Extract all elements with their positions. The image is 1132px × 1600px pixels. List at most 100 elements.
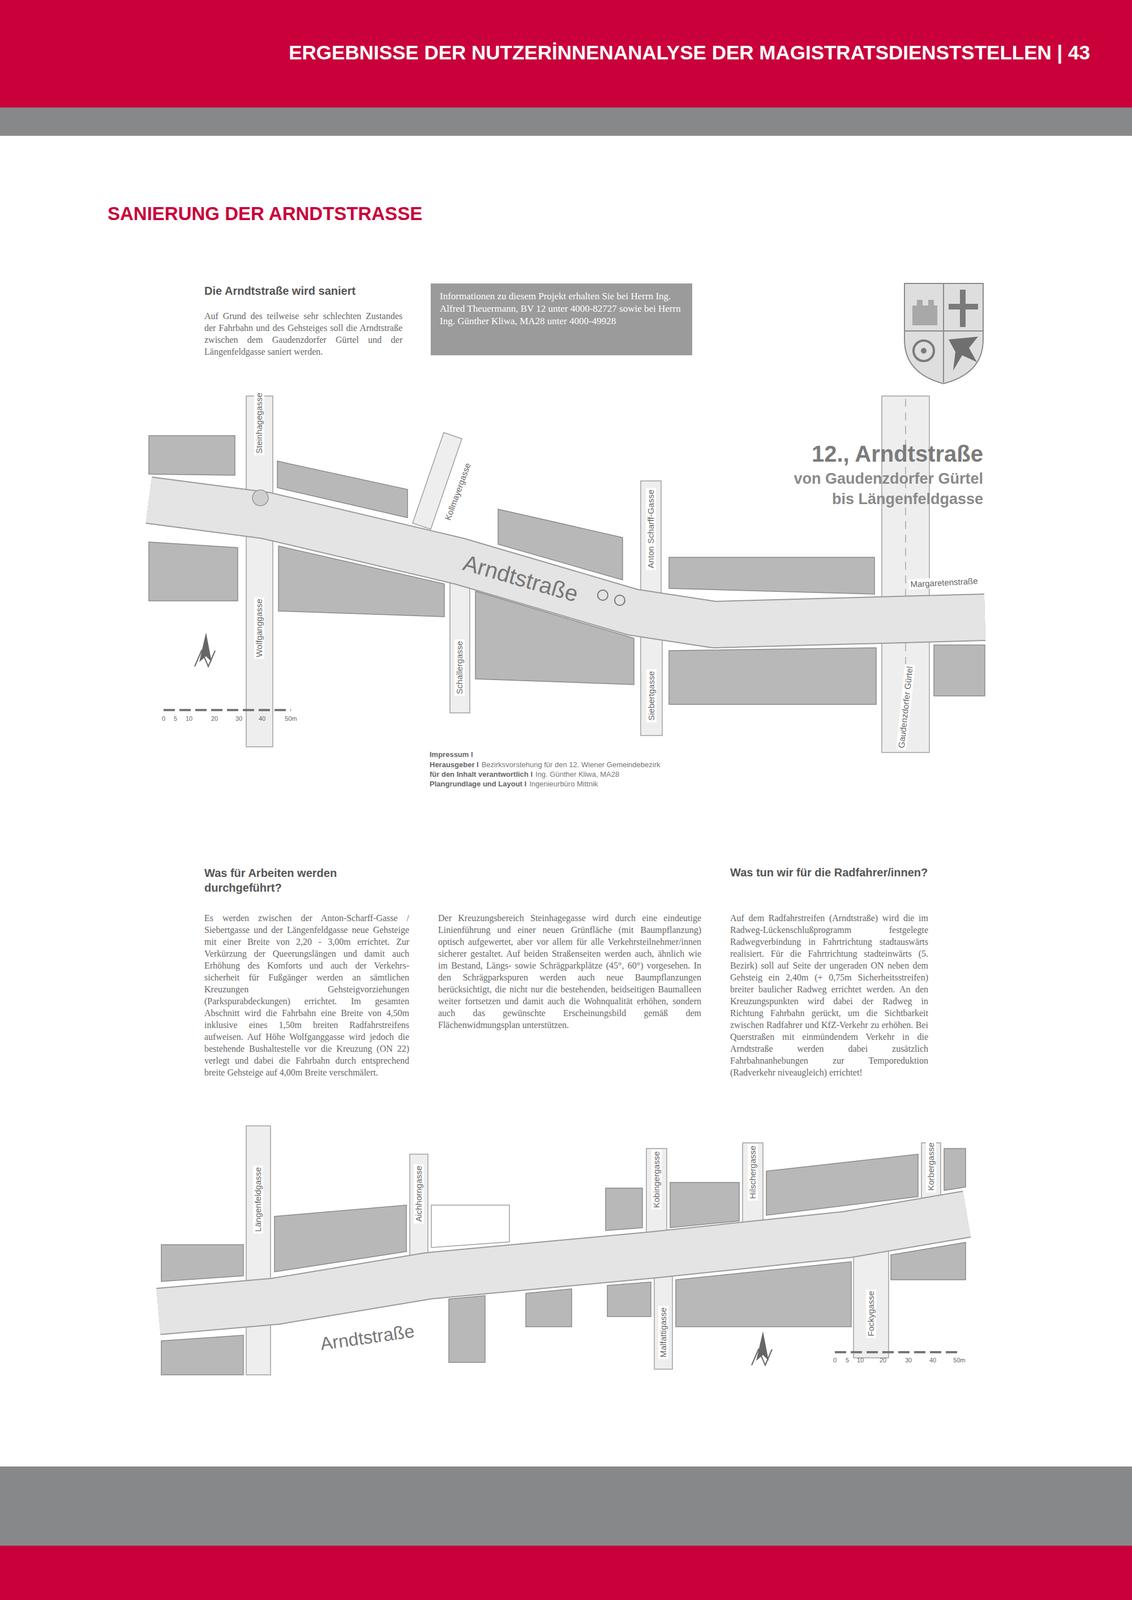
street-name: Anton Scharff-Gasse xyxy=(645,488,656,571)
coat-of-arms xyxy=(904,283,984,384)
street-map xyxy=(274,1205,407,1273)
header-band: ERGEBNISSE DER NUTZERİNNENANALYSE DER MA… xyxy=(0,0,1132,108)
street-map xyxy=(766,1154,919,1216)
scale-label: 0 xyxy=(161,715,166,723)
scale-label: 5 xyxy=(173,715,178,723)
heading: Die Arndtstraße wird saniert xyxy=(204,284,356,298)
street-map xyxy=(614,595,625,606)
street-map xyxy=(675,1262,852,1328)
street-name: Wolfganggasse xyxy=(254,597,265,659)
scale-label: 10 xyxy=(856,1357,864,1365)
street-name: Fockygasse xyxy=(865,1289,877,1339)
section-title: SANIERUNG DER ARNDTSTRASSE xyxy=(107,202,423,226)
coat-of-arms xyxy=(904,283,984,384)
imprint-key: Herausgeber I xyxy=(429,760,479,770)
street-name: Längenfeldgasse xyxy=(253,1165,264,1234)
street-map xyxy=(148,435,985,705)
project-subtitle: von Gaudenzdorfer Gürtel xyxy=(793,469,984,488)
scale-label: 20 xyxy=(211,715,218,723)
info-text: Informationen zu diesem Projekt erhalten… xyxy=(439,290,684,328)
street-map xyxy=(605,1188,643,1232)
street-map xyxy=(834,1351,960,1354)
coat-of-arms xyxy=(942,283,945,383)
street-map xyxy=(161,1148,966,1376)
scale-label: 5 xyxy=(845,1357,849,1365)
coat-of-arms xyxy=(904,330,984,332)
header-text: ERGEBNISSE DER NUTZERİNNENANALYSE DER MA… xyxy=(288,40,1091,65)
heading: Was tun wir für die Radfahrer/innen? xyxy=(730,865,928,880)
street-map xyxy=(161,1245,244,1282)
street-map xyxy=(525,1289,572,1328)
street-name: Schallergasse xyxy=(454,639,465,697)
street-map xyxy=(756,1331,769,1362)
street-name: Siebertgasse xyxy=(646,669,657,723)
street-name: Hilschergasse xyxy=(747,1144,758,1202)
imprint-value: Ingenieurbüro Mittnik xyxy=(529,779,598,790)
band xyxy=(0,1467,1132,1547)
street-map xyxy=(933,645,985,697)
band xyxy=(0,1546,1132,1600)
project-title: 12., Arndtstraße xyxy=(811,440,984,468)
coat-of-arms xyxy=(948,303,979,310)
street-map xyxy=(148,396,985,753)
street-map xyxy=(607,1282,651,1318)
imprint-value: Bezirksvorstehung für den 12. Wiener Gem… xyxy=(481,760,661,770)
street-map xyxy=(278,546,445,617)
street-name: Kobingergasse xyxy=(651,1150,662,1211)
scale-label: 30 xyxy=(235,715,243,723)
scale-label: 0 xyxy=(833,1357,837,1365)
paragraph: Auf Grund des teilweise sehr schlechten … xyxy=(204,310,403,358)
band xyxy=(0,107,1132,1600)
street-map xyxy=(277,461,408,518)
street-map xyxy=(669,557,875,595)
street-map xyxy=(252,490,269,507)
street-map xyxy=(751,1349,773,1366)
street-map xyxy=(431,1205,510,1249)
scale-label: 20 xyxy=(879,1357,887,1365)
scale-label: 30 xyxy=(905,1357,912,1365)
street-name: Aichhorngasse xyxy=(413,1164,424,1224)
heading: Was für Arbeiten werden durchgeführt? xyxy=(204,865,410,896)
scale-label: 50m xyxy=(284,715,297,723)
street-map xyxy=(194,650,216,667)
coat-of-arms xyxy=(912,299,938,326)
scale-label: 50m xyxy=(953,1357,966,1365)
street-map xyxy=(670,1182,740,1229)
street-map xyxy=(475,591,634,685)
street-map xyxy=(148,500,985,625)
street-map xyxy=(448,1296,486,1363)
scale-label: 40 xyxy=(929,1357,937,1365)
paragraph: Auf dem Radfahrstreifen (Arndtstraße) wi… xyxy=(730,912,929,1079)
street-map xyxy=(669,648,877,705)
imprint-key: Plangrundlage und Layout I xyxy=(429,779,527,790)
paragraph: Der Kreuzungsbereich Steinhagegasse wird… xyxy=(438,912,702,1032)
band xyxy=(0,107,1132,136)
street-name: Korbergasse xyxy=(925,1141,937,1193)
street-name: Malfattigasse xyxy=(658,1306,669,1360)
imprint-heading: Impressum I xyxy=(429,750,474,760)
scale-label: 10 xyxy=(185,715,193,723)
street-map xyxy=(163,709,291,712)
street-map xyxy=(597,590,608,601)
scale-label: 40 xyxy=(258,715,266,723)
street-map xyxy=(944,1148,966,1191)
info-box: Informationen zu diesem Projekt erhalten… xyxy=(430,283,693,356)
street-map xyxy=(148,435,235,476)
street-map xyxy=(158,1126,967,1376)
coat-of-arms xyxy=(948,336,979,371)
imprint-value: Ing. Günther Kliwa, MA28 xyxy=(535,770,620,780)
coat-of-arms xyxy=(913,340,934,362)
paragraph: Es werden zwischen der Anton-Scharff-Gas… xyxy=(204,912,410,1079)
street-map xyxy=(199,632,212,663)
imprint-key: für den Inhalt verantwortlich I xyxy=(429,770,533,780)
project-subtitle: bis Längenfeldgasse xyxy=(832,490,984,509)
street-map xyxy=(148,542,238,602)
street-map xyxy=(148,500,985,625)
street-map xyxy=(161,1335,244,1376)
street-map xyxy=(246,1126,271,1376)
street-name: Arndtstraße xyxy=(317,1320,418,1356)
coat-of-arms xyxy=(920,348,927,354)
street-name: Steinhagegasse xyxy=(254,391,265,456)
street-map xyxy=(890,1242,966,1281)
